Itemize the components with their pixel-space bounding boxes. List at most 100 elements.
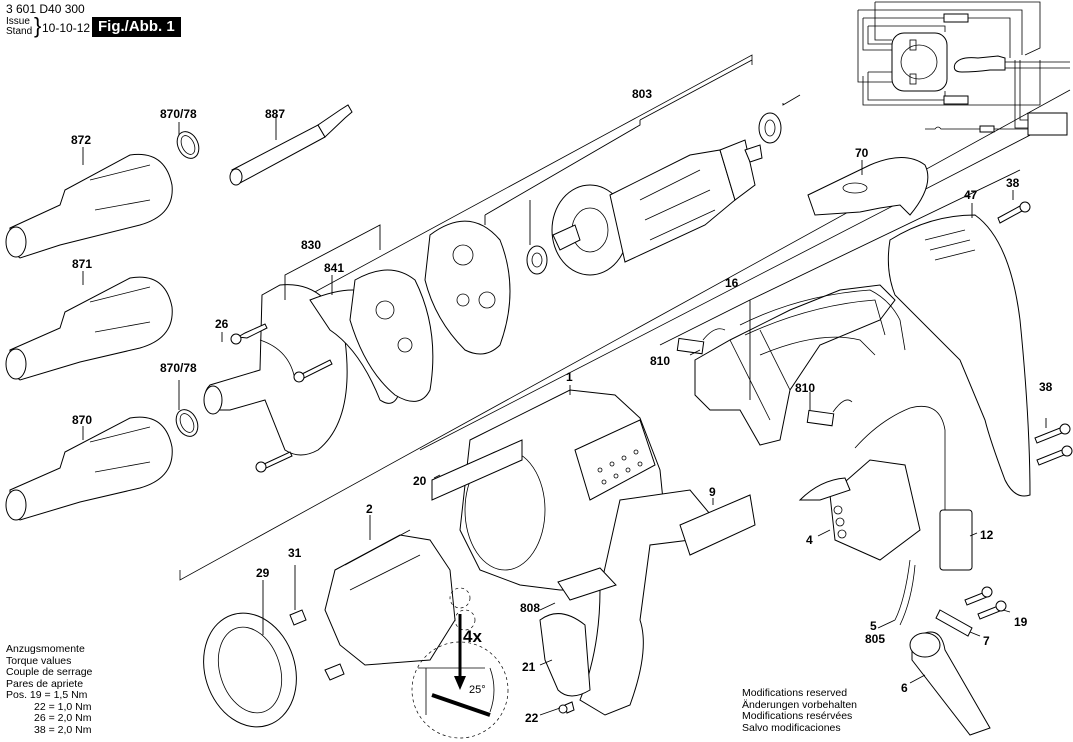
label-9: 9: [709, 485, 716, 499]
label-20: 20: [413, 474, 427, 488]
ring-870-78-mid: [175, 409, 199, 437]
label-21: 21: [522, 660, 536, 674]
switch-4: [798, 405, 946, 561]
gear-housing-830: [203, 284, 348, 456]
handle-half-47: [887, 214, 1031, 497]
ring-29: [203, 612, 297, 728]
label-25-degree: 25°: [469, 684, 486, 696]
torque-line-fr: Couple de serrage: [6, 666, 93, 678]
cable-protector-6: [909, 631, 991, 736]
screw-26-center: [293, 359, 333, 383]
part-number-labels: 872 870/78 887 803 70 38 47 830 841 871 …: [71, 87, 1053, 725]
label-1: 1: [566, 370, 573, 384]
stand-label: Stand: [6, 26, 33, 37]
label-887: 887: [265, 107, 285, 121]
switch-schematic-body: [891, 32, 948, 92]
figure-label: Fig./Abb. 1: [92, 17, 181, 37]
label-38-right: 38: [1039, 380, 1053, 394]
modifications-line-es: Salvo modificaciones: [742, 721, 841, 734]
label-870-78-top: 870/78: [160, 107, 197, 121]
cover-70: [807, 157, 929, 216]
torque-line-de: Anzugsmomente: [6, 643, 85, 655]
label-841: 841: [324, 261, 344, 275]
wiring-schematic: [857, 1, 1070, 136]
label-9: [679, 494, 756, 556]
screw-38-right-b: [1036, 445, 1073, 466]
detail-view-solder-angle: [411, 614, 509, 739]
bit-holder-871: [5, 276, 173, 381]
label-29: 29: [256, 566, 270, 580]
label-810-left: 810: [650, 354, 670, 368]
carbon-brush-810-left: [676, 337, 705, 355]
issue-date: 10-10-12: [42, 21, 91, 35]
ring-870-78-top: [176, 131, 200, 159]
grip-cover-21: [539, 613, 591, 697]
pin-31-upper: [289, 609, 307, 626]
commutator: [719, 139, 756, 201]
torque-value-26: 26 = 2,0 Nm: [34, 712, 92, 724]
lower-guide-line: [179, 89, 1071, 581]
label-31: 31: [288, 546, 302, 560]
label-4: 4: [806, 533, 813, 547]
modifications-line-fr: Modifications resérvées: [742, 710, 853, 722]
carbon-brush-810-right: [806, 409, 835, 427]
torque-values-note: Anzugsmomente Torque values Couple de se…: [6, 643, 93, 736]
resistor-bottom: [943, 95, 969, 105]
label-16: 16: [725, 276, 739, 290]
label-38-top: 38: [1006, 176, 1020, 190]
label-870: 870: [72, 413, 92, 427]
vent-dots-panel: [574, 419, 656, 501]
bit-887: [229, 104, 353, 186]
issue-stand-label: Issue Stand: [6, 17, 32, 37]
torque-value-22: 22 = 1,0 Nm: [34, 700, 92, 713]
screw-19-a: [964, 586, 993, 606]
label-4x: 4x: [463, 627, 482, 646]
label-19: 19: [1014, 615, 1028, 629]
modifications-note: Modifications reserved Änderungen vorbeh…: [742, 687, 858, 734]
label-70: 70: [855, 146, 869, 160]
screw-26-lower: [255, 451, 293, 473]
issue-label: Issue: [6, 16, 30, 27]
label-803: 803: [632, 87, 652, 101]
cable-5: [894, 559, 916, 626]
torque-line-es: Pares de apriete: [6, 677, 84, 690]
armature-bearing-rear: [758, 112, 782, 144]
bearing-plate-830: [349, 269, 434, 402]
label-22: 22: [525, 711, 539, 725]
label-47: 47: [964, 188, 978, 202]
label-830: 830: [301, 238, 321, 252]
cable-clamp-7: [935, 609, 973, 637]
screw-26-upper: [230, 323, 268, 345]
capacitor-12: [939, 509, 973, 571]
label-810-right: 810: [795, 381, 815, 395]
armature-bearing-front: [526, 245, 548, 275]
brush-holder-16: [694, 284, 906, 446]
screw-22: [558, 701, 575, 714]
label-20: [431, 439, 523, 501]
label-871: 871: [72, 257, 92, 271]
bit-holder-870: [5, 416, 173, 521]
assembly-guide-lines: [179, 54, 1071, 581]
armature-803: [526, 112, 782, 276]
label-2: 2: [366, 502, 373, 516]
label-808: [557, 567, 617, 601]
leader-lines: [82, 94, 1047, 716]
document-number: 3 601 D40 300: [6, 2, 85, 16]
leader-803: [484, 59, 753, 245]
armature-core: [609, 149, 736, 263]
bit-holder-872: [5, 153, 173, 259]
interference-filter: [1027, 112, 1068, 136]
screw-19-b: [977, 600, 1007, 620]
label-12: 12: [980, 528, 994, 542]
pin-31-lower: [324, 663, 345, 681]
screw-38-top: [997, 201, 1031, 224]
label-7: 7: [983, 634, 990, 648]
label-26: 26: [215, 317, 229, 331]
modifications-line-en: Modifications reserved: [742, 687, 848, 699]
modifications-line-de: Änderungen vorbehalten: [742, 698, 858, 711]
brace: }: [34, 13, 42, 38]
handle-grip: [579, 489, 716, 716]
label-872: 872: [71, 133, 91, 147]
label-870-78-mid: 870/78: [160, 361, 197, 375]
